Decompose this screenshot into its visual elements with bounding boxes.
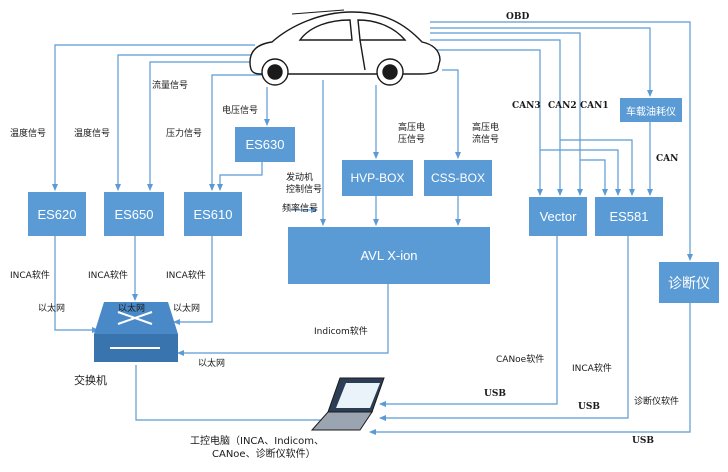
inca-label-2: INCA软件 (88, 271, 128, 281)
usb-label-1: USB (484, 389, 506, 399)
usb-label-2: USB (578, 402, 600, 412)
line-es581-pc (379, 236, 629, 421)
can2-label: CAN2 (548, 101, 577, 111)
line-temp-es650 (115, 54, 255, 191)
hv-curr-line2: 流信号 (472, 135, 500, 145)
usb-label-3: USB (632, 436, 654, 446)
inca-label-3: INCA软件 (166, 271, 206, 281)
indicom-label: Indicom软件 (314, 327, 368, 337)
es581-box[interactable]: ES581 (595, 197, 663, 236)
voltage-label: 电压信号 (222, 106, 259, 116)
engine-line1: 发动机 (286, 173, 314, 183)
canoe-label: CANoe软件 (496, 355, 545, 365)
line-can-split3 (580, 159, 608, 196)
obd-label: OBD (506, 12, 530, 22)
eth-label-2: 以太网 (118, 304, 146, 314)
es630-label: ES630 (245, 137, 285, 152)
line-pressure-es610 (209, 74, 262, 191)
css-box-label: CSS-BOX (430, 171, 485, 185)
line-flow-es650 (147, 61, 258, 191)
fuel-meter-box[interactable]: 车载油耗仪 (620, 98, 682, 122)
hv-volt-line1: 高压电 (398, 123, 426, 133)
line-car-css (442, 69, 461, 159)
hvp-box-label: HVP-BOX (350, 171, 405, 185)
laptop-icon (310, 377, 385, 431)
hv-volt-label: 高压电 压信号 (398, 122, 425, 146)
line-can2 (430, 39, 563, 196)
switch-icon (94, 302, 178, 362)
hv-volt-line2: 压信号 (398, 135, 426, 145)
es650-box[interactable]: ES650 (104, 192, 164, 236)
line-can-split1 (560, 139, 635, 196)
inca-label-4: INCA软件 (572, 364, 612, 374)
hv-curr-label: 高压电 流信号 (472, 122, 499, 146)
line-es620-switch (54, 236, 99, 333)
temp-label-2: 温度信号 (74, 129, 111, 139)
can1-label: CAN1 (580, 101, 609, 111)
vector-box[interactable]: Vector (529, 197, 587, 236)
hv-curr-line1: 高压电 (472, 123, 500, 133)
line-es630-es610 (217, 162, 263, 191)
css-box[interactable]: CSS-BOX (424, 160, 492, 196)
line-es610-switch (173, 236, 213, 325)
flow-label: 流量信号 (152, 81, 189, 91)
pc-line1: 工控电脑（INCA、Indicom、 (190, 436, 325, 447)
pc-line2: CANoe、诊断仪软件） (212, 449, 316, 460)
engine-line2: 控制信号 (286, 185, 323, 195)
pressure-label: 压力信号 (166, 129, 203, 139)
line-can-split2 (540, 149, 621, 196)
es630-box[interactable]: ES630 (235, 127, 295, 162)
line-vector-pc (379, 236, 558, 407)
es620-box[interactable]: ES620 (28, 192, 86, 236)
diag-box[interactable]: 诊断仪 (659, 262, 719, 303)
line-temp-es620 (52, 44, 255, 191)
diag-label: 诊断仪 (668, 274, 710, 291)
fuel-meter-label: 车载油耗仪 (626, 106, 676, 118)
es650-label: ES650 (114, 206, 154, 222)
eth-label-1: 以太网 (38, 304, 66, 314)
es581-label: ES581 (609, 209, 649, 224)
eth-label-3: 以太网 (173, 304, 201, 314)
eth-label-4: 以太网 (198, 359, 226, 369)
es610-box[interactable]: ES610 (184, 192, 242, 236)
avl-box[interactable]: AVL X-ion (288, 227, 490, 284)
line-obd-fuel (430, 27, 653, 97)
car-image (249, 9, 441, 86)
line-switch-pc (135, 365, 331, 423)
can3-label: CAN3 (512, 101, 541, 111)
inca-label-1: INCA软件 (10, 271, 50, 281)
es620-label: ES620 (37, 206, 77, 222)
diag-software-label: 诊断仪软件 (634, 397, 680, 407)
line-can3 (430, 49, 543, 196)
avl-label: AVL X-ion (360, 248, 418, 263)
es610-label: ES610 (193, 206, 233, 222)
freq-label: 频率信号 (282, 204, 319, 214)
vector-label: Vector (539, 209, 577, 224)
engine-label: 发动机 控制信号 (286, 172, 322, 196)
line-diag-pc (369, 300, 691, 435)
pc-label: 工控电脑（INCA、Indicom、 CANoe、诊断仪软件） (190, 435, 324, 461)
can-label: CAN (656, 154, 679, 164)
line-can1 (430, 32, 583, 196)
hvp-box[interactable]: HVP-BOX (342, 160, 413, 196)
temp-label-1: 温度信号 (10, 129, 47, 139)
line-avl-switch (177, 284, 389, 356)
line-obd-diag (430, 21, 693, 261)
switch-label: 交换机 (74, 374, 107, 387)
